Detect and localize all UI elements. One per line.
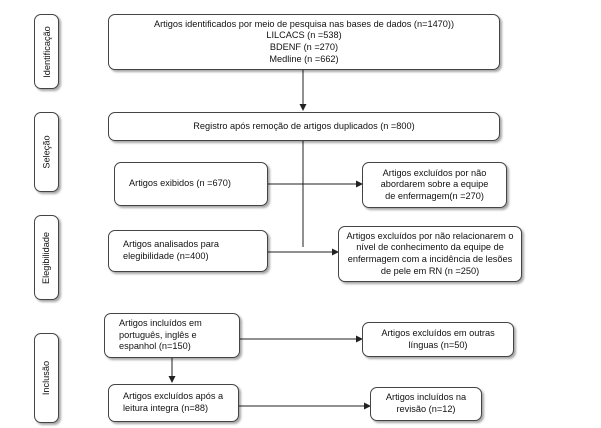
box-excluded-team: Artigos excluídos por não abordarem sobr… [362, 162, 507, 208]
stage-elegibilidade: Elegibilidade [34, 215, 59, 300]
box-after-duplicates: Registro após remoção de artigos duplica… [108, 112, 500, 141]
box-line: Artigos excluídos por não relacionarem o [346, 230, 514, 241]
box-line: Registro após remoção de artigos duplica… [193, 120, 415, 131]
box-displayed: Artigos exibidos (n =670) [114, 162, 268, 206]
stage-label: Seleção [41, 135, 52, 169]
stage-label: Identificação [41, 25, 52, 78]
box-analyzed: Artigos analisados para elegibilidade (n… [108, 230, 268, 272]
box-excluded-full-text: Artigos excluídos após a leitura integra… [108, 384, 239, 422]
box-line: espanhol (n=150) [119, 341, 191, 352]
box-line: Medline (n =662) [269, 53, 339, 64]
box-excluded-knowledge: Artigos excluídos por não relacionarem o… [338, 226, 522, 282]
box-line: Artigos excluídos em outras [381, 327, 495, 338]
box-line: LILCACS (n =538) [266, 30, 342, 41]
stage-label: Inclusão [41, 360, 52, 396]
stage-selecao: Seleção [34, 112, 59, 192]
box-line: enfermagem com a incidência de lesões [347, 254, 513, 264]
box-line: de pele em RN (n =250) [380, 265, 480, 276]
box-line: Artigos incluídos em [119, 318, 202, 329]
box-line: elegibilidade (n=400) [123, 251, 209, 261]
box-line: leitura integra (n=88) [123, 403, 209, 413]
box-line: Artigos excluídos por não [382, 167, 487, 178]
box-included-review: Artigos incluídos na revisão (n=12) [370, 387, 482, 421]
box-line: revisão (n=12) [396, 404, 456, 414]
stage-label: Elegibilidade [41, 231, 52, 284]
box-line: abordarem sobre a equipe [380, 179, 489, 190]
box-line: Artigos identificados por meio de pesqui… [153, 18, 455, 29]
stage-identificacao: Identificação [34, 14, 59, 89]
box-included-language: Artigos incluídos em português, inglês e… [104, 313, 240, 358]
box-line: BDENF (n =270) [269, 42, 339, 52]
box-line: português, inglês e [119, 329, 197, 340]
stage-inclusao: Inclusão [34, 333, 59, 423]
box-line: Artigos excluídos após a [123, 391, 224, 402]
box-identified: Artigos identificados por meio de pesqui… [108, 14, 500, 70]
box-line: Artigos incluídos na [385, 392, 467, 403]
box-line: línguas (n=50) [408, 339, 468, 350]
box-line: Artigos exibidos (n =670) [129, 178, 231, 189]
box-line: Artigos analisados para [123, 239, 220, 250]
box-excluded-language: Artigos excluídos em outras línguas (n=5… [362, 322, 514, 357]
box-line: de enfermagem(n =270) [385, 190, 484, 201]
box-line: nível de conhecimento da equipe de [356, 242, 504, 253]
